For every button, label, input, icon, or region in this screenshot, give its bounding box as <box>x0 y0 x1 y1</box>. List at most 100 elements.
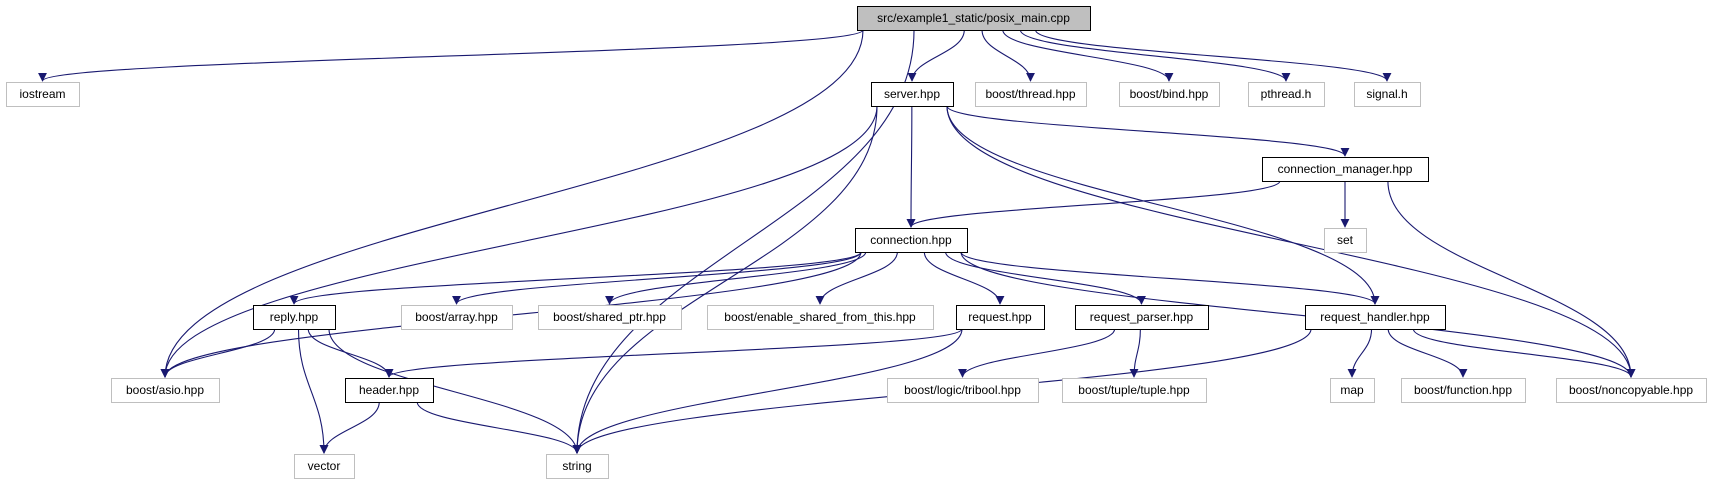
edge-posix-main-to-boost-thread <box>981 29 1035 82</box>
node-box <box>6 82 80 107</box>
node-box <box>1262 157 1429 182</box>
node-pthread: pthread.h <box>1248 82 1325 107</box>
node-server[interactable]: server.hpp <box>871 82 954 107</box>
edge-request-handler-to-boost-noncopyable <box>1412 328 1636 378</box>
node-box <box>1305 305 1446 330</box>
edge-request-to-string <box>572 328 963 454</box>
node-reply[interactable]: reply.hpp <box>253 305 336 330</box>
node-label: map <box>1340 383 1364 397</box>
node-box <box>111 378 220 403</box>
node-box <box>1119 82 1220 107</box>
edge-request-parser-to-boost-tuple <box>1129 328 1141 378</box>
node-label: request_parser.hpp <box>1090 310 1194 324</box>
node-map: map <box>1330 378 1375 403</box>
node-box <box>707 305 934 330</box>
node-request-parser[interactable]: request_parser.hpp <box>1075 305 1209 330</box>
edge-posix-main-to-boost-bind <box>1002 29 1174 82</box>
node-box <box>401 305 513 330</box>
node-label: boost/logic/tribool.hpp <box>904 383 1021 397</box>
edge-connection-to-request-parser <box>945 251 1146 305</box>
node-label: src/example1_static/posix_main.cpp <box>877 11 1070 25</box>
edge-posix-main-to-server <box>907 29 965 82</box>
edge-request-to-header <box>384 328 963 378</box>
node-label: boost/asio.hpp <box>126 383 204 397</box>
edge-reply-to-header <box>307 328 394 378</box>
node-box <box>956 305 1045 330</box>
node-label: connection_manager.hpp <box>1278 162 1413 176</box>
node-label: boost/array.hpp <box>415 310 498 324</box>
node-iostream: iostream <box>6 82 80 107</box>
node-label: boost/enable_shared_from_this.hpp <box>724 310 916 324</box>
edge-server-to-connection-manager <box>946 105 1350 157</box>
node-connection[interactable]: connection.hpp <box>855 228 968 253</box>
edge-connection-to-boost-enable-shared <box>815 251 898 305</box>
node-label: reply.hpp <box>270 310 319 324</box>
edge-connection-manager-to-boost-noncopyable <box>1387 180 1636 378</box>
edge-request-handler-to-map <box>1347 328 1373 378</box>
node-label: request.hpp <box>968 310 1032 324</box>
node-box <box>546 454 609 479</box>
nodes: src/example1_static/posix_main.cppiostre… <box>6 6 1707 479</box>
node-box <box>253 305 336 330</box>
node-label: boost/function.hpp <box>1414 383 1512 397</box>
edge-posix-main-to-boost-asio <box>160 29 864 378</box>
node-label: request_handler.hpp <box>1320 310 1430 324</box>
node-posix-main[interactable]: src/example1_static/posix_main.cpp <box>857 6 1091 31</box>
node-label: connection.hpp <box>870 233 952 247</box>
node-label: boost/tuple/tuple.hpp <box>1078 383 1190 397</box>
node-label: boost/thread.hpp <box>985 87 1075 101</box>
node-box <box>1062 378 1207 403</box>
node-label: signal.h <box>1366 87 1407 101</box>
node-label: pthread.h <box>1261 87 1312 101</box>
edge-posix-main-to-signal <box>1034 29 1392 82</box>
node-boost-thread: boost/thread.hpp <box>975 82 1087 107</box>
edge-reply-to-string <box>328 328 582 454</box>
node-header[interactable]: header.hpp <box>345 378 434 403</box>
edge-posix-main-to-iostream <box>38 29 864 82</box>
node-boost-tuple: boost/tuple/tuple.hpp <box>1062 378 1207 403</box>
node-label: string <box>562 459 591 473</box>
node-boost-noncopyable: boost/noncopyable.hpp <box>1556 378 1707 403</box>
node-box <box>1354 82 1421 107</box>
edge-connection-to-boost-noncopyable <box>960 251 1636 378</box>
edge-server-to-boost-noncopyable <box>946 105 1636 378</box>
node-box <box>294 454 355 479</box>
edge-connection-to-boost-array <box>452 251 862 305</box>
node-label: set <box>1337 233 1354 247</box>
node-box <box>1330 378 1375 403</box>
node-box <box>538 305 682 330</box>
node-boost-tribool: boost/logic/tribool.hpp <box>887 378 1039 403</box>
node-box <box>887 378 1039 403</box>
node-box <box>975 82 1087 107</box>
node-label: iostream <box>19 87 65 101</box>
edge-connection-to-reply <box>289 251 862 305</box>
edge-connection-manager-to-connection <box>906 180 1281 228</box>
node-request[interactable]: request.hpp <box>956 305 1045 330</box>
edge-posix-main-to-pthread <box>1019 29 1291 82</box>
node-label: vector <box>308 459 341 473</box>
node-box <box>1401 378 1526 403</box>
node-vector: vector <box>294 454 355 479</box>
edge-server-to-boost-asio <box>160 105 878 378</box>
node-boost-array: boost/array.hpp <box>401 305 513 330</box>
node-request-handler[interactable]: request_handler.hpp <box>1305 305 1446 330</box>
node-box <box>855 228 968 253</box>
edge-server-to-connection <box>906 105 916 228</box>
node-connection-manager[interactable]: connection_manager.hpp <box>1262 157 1429 182</box>
node-box <box>1324 228 1367 253</box>
node-boost-shared-ptr: boost/shared_ptr.hpp <box>538 305 682 330</box>
edge-header-to-vector <box>319 401 380 454</box>
edge-connection-to-request <box>923 251 1005 305</box>
edge-connection-to-boost-shared-ptr <box>605 251 867 305</box>
node-label: server.hpp <box>884 87 940 101</box>
node-box <box>345 378 434 403</box>
node-box <box>1248 82 1325 107</box>
node-boost-bind: boost/bind.hpp <box>1119 82 1220 107</box>
node-box <box>1556 378 1707 403</box>
node-boost-enable-shared: boost/enable_shared_from_this.hpp <box>707 305 934 330</box>
edge-connection-to-request-handler <box>960 251 1380 305</box>
node-set: set <box>1324 228 1367 253</box>
edge-reply-to-boost-asio <box>160 328 276 378</box>
edge-server-to-request-handler <box>946 105 1380 305</box>
